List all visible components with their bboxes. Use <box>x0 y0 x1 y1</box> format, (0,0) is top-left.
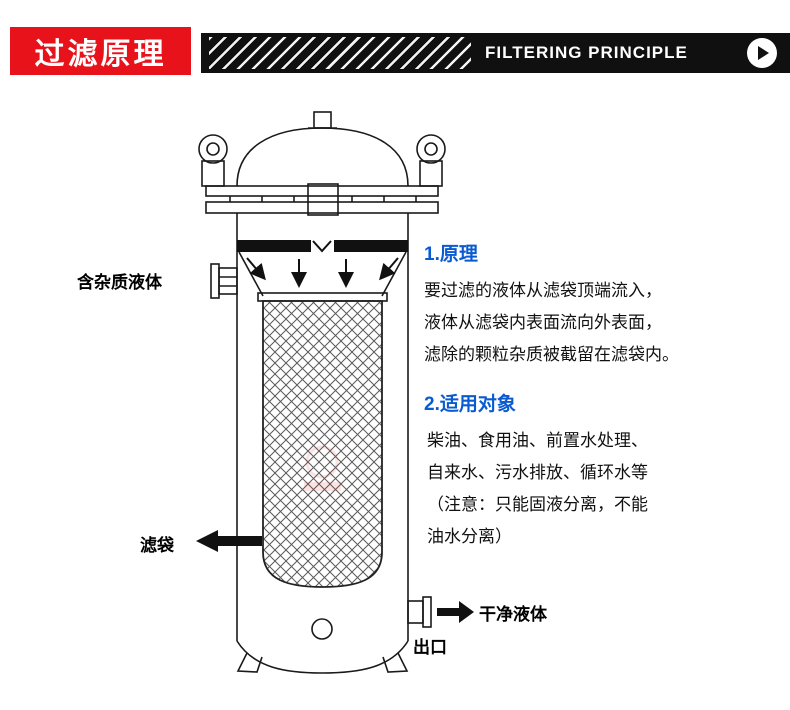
header-title-cn: 过滤原理 <box>10 27 191 75</box>
dome <box>236 127 409 187</box>
clean-liquid-label: 干净液体 <box>479 605 547 624</box>
diagonal-hatch-decoration <box>209 37 471 69</box>
bag-label: 滤袋 <box>140 536 174 555</box>
outlet-label: 出口 <box>413 638 447 657</box>
description-column: 1.原理 要过滤的液体从滤袋顶端流入， 液体从滤袋内表面流向外表面， 滤除的颗粒… <box>424 243 734 575</box>
section-principle: 1.原理 要过滤的液体从滤袋顶端流入， 液体从滤袋内表面流向外表面， 滤除的颗粒… <box>424 243 734 371</box>
distributor-band <box>237 240 408 253</box>
drain-hole <box>311 618 333 640</box>
outlet-pipe <box>407 596 432 628</box>
bag-pointer-arrow <box>196 530 262 552</box>
section-applications-line: 自来水、污水排放、循环水等 <box>427 463 648 482</box>
clean-liquid-arrow <box>437 601 474 623</box>
inlet-pipe <box>210 263 238 299</box>
section-principle-line: 液体从滤袋内表面流向外表面， <box>424 313 662 332</box>
vessel-outline <box>198 111 446 674</box>
watermark <box>304 445 341 491</box>
inlet-label: 含杂质液体 <box>77 273 162 292</box>
lifting-lug-right <box>416 134 446 187</box>
section-applications-line: 油水分离） <box>427 527 512 546</box>
section-applications: 2.适用对象 柴油、食用油、前置水处理、 自来水、污水排放、循环水等 （注意：只… <box>424 393 734 553</box>
play-triangle-icon <box>758 46 769 60</box>
filter-bag <box>262 300 383 588</box>
section-principle-heading: 1.原理 <box>424 244 478 265</box>
section-applications-line: 柴油、食用油、前置水处理、 <box>427 431 648 450</box>
top-flange <box>205 183 439 216</box>
section-applications-line: （注意：只能固液分离，不能 <box>427 495 648 514</box>
flow-arrows <box>246 257 399 288</box>
section-principle-line: 滤除的颗粒杂质被截留在滤袋内。 <box>424 345 679 364</box>
bag-collar <box>257 292 388 302</box>
play-button[interactable] <box>747 38 777 68</box>
section-principle-line: 要过滤的液体从滤袋顶端流入， <box>424 281 662 300</box>
header-banner: FILTERING PRINCIPLE <box>201 33 790 73</box>
top-cap <box>313 111 332 129</box>
leg-left <box>236 652 263 673</box>
header-title-en: FILTERING PRINCIPLE <box>485 43 688 62</box>
section-applications-heading: 2.适用对象 <box>424 394 516 415</box>
leg-right <box>382 652 409 673</box>
lifting-lug-left <box>198 134 228 187</box>
bottom-dome <box>236 640 409 674</box>
